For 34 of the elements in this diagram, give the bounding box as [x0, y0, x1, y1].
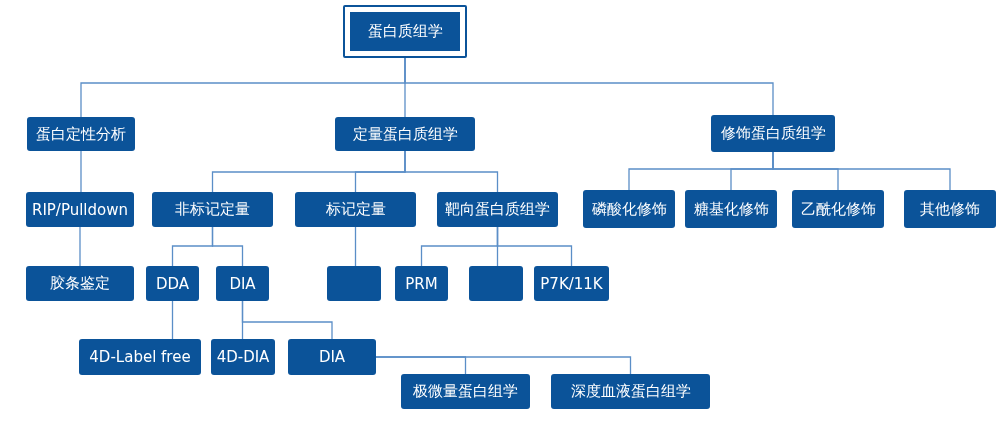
connector-line	[354, 226, 357, 267]
category-box: 4D-DIA	[211, 339, 275, 375]
category-box: 乙酰化修饰	[792, 190, 884, 228]
category-box: 修饰蛋白质组学	[711, 115, 835, 152]
category-box: 标记定量	[295, 192, 416, 227]
category-box: 深度血液蛋白组学	[551, 374, 710, 409]
category-box: 蛋白定性分析	[27, 117, 135, 151]
category-box: 非标记定量	[152, 192, 273, 227]
connector-line	[241, 300, 333, 340]
connector-line	[80, 150, 82, 193]
category-box: DIA	[288, 339, 376, 375]
category-box: 定量蛋白质组学	[335, 117, 475, 151]
category-box: RIP/Pulldown	[26, 192, 134, 227]
category-box: 极微量蛋白组学	[401, 374, 530, 409]
category-box: 4D-Label free	[79, 339, 201, 375]
connector-line	[79, 226, 81, 267]
category-box: 其他修饰	[904, 190, 996, 228]
root-box: 蛋白质组学	[343, 5, 467, 58]
category-box: P7K/11K	[534, 266, 609, 301]
category-box: 靶向蛋白质组学	[437, 192, 558, 227]
empty-box	[327, 266, 381, 301]
connector-line	[211, 226, 244, 267]
empty-box	[469, 266, 523, 301]
connector-line	[171, 300, 174, 340]
category-box: DIA	[216, 266, 269, 301]
category-box: 糖基化修饰	[685, 190, 777, 228]
connector-line	[404, 57, 774, 116]
category-box: DDA	[146, 266, 199, 301]
category-box: 磷酸化修饰	[583, 190, 675, 228]
connector-line	[404, 150, 499, 193]
connector-line	[375, 356, 632, 375]
category-box: PRM	[395, 266, 448, 301]
connector-line	[496, 226, 573, 267]
category-box: 胶条鉴定	[26, 266, 134, 301]
